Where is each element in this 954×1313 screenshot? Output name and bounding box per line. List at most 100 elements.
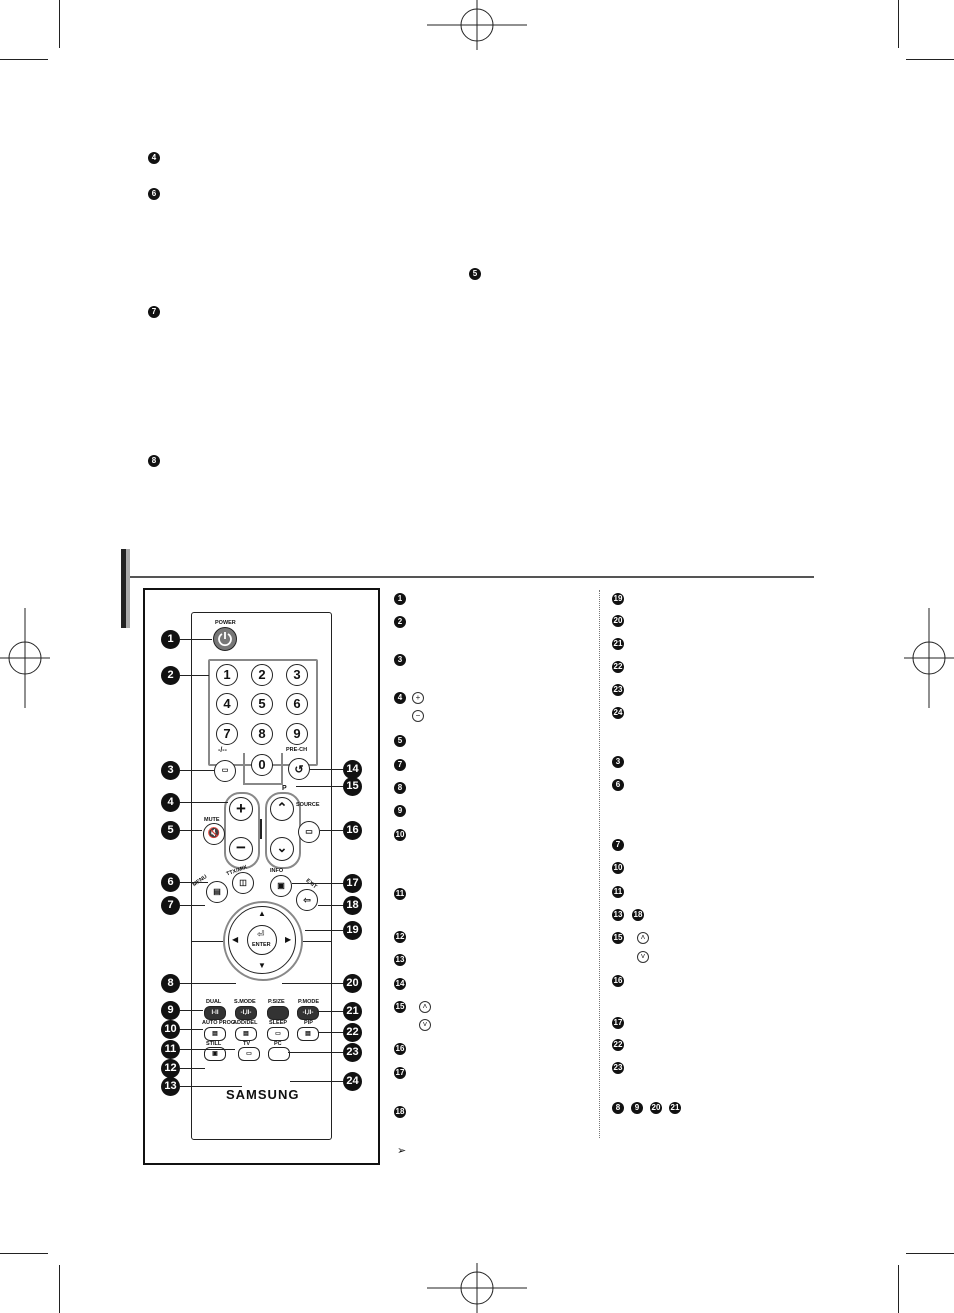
- remote-frame: [143, 588, 380, 1165]
- callout-marker: 18: [343, 896, 362, 915]
- power-label: POWER: [215, 620, 236, 626]
- crop-mark: [898, 0, 899, 48]
- callout-leader: [310, 769, 343, 771]
- smode-button[interactable]: -I,II-: [235, 1006, 257, 1020]
- prech-label: PRE-CH: [286, 747, 308, 753]
- pmode-button[interactable]: -I,II-: [297, 1006, 319, 1020]
- callout-leader: [180, 1049, 235, 1051]
- sleep-button[interactable]: ▭: [267, 1027, 289, 1041]
- legend-marker: 11: [612, 886, 624, 898]
- callout-marker: 15: [343, 777, 362, 796]
- prech-button[interactable]: ↺: [288, 758, 310, 780]
- legend-marker: 12: [394, 931, 406, 943]
- legend-marker: 9: [394, 805, 406, 817]
- callout-marker: 14: [343, 760, 362, 779]
- channel-down-button[interactable]: ⌄: [270, 837, 294, 861]
- nav-right-icon[interactable]: ▶: [285, 935, 292, 944]
- digit-8-button[interactable]: 8: [251, 723, 273, 745]
- info-button[interactable]: ▣: [270, 875, 292, 897]
- channel-up-button[interactable]: ⌃: [270, 797, 294, 821]
- info-label: INFO: [270, 868, 284, 874]
- callout-leader: [180, 882, 208, 884]
- crop-mark: [0, 1253, 48, 1254]
- crop-mark: [898, 1265, 899, 1313]
- digit-7-button[interactable]: 7: [216, 723, 238, 745]
- callout-leader: [180, 1068, 205, 1070]
- brand-logo: SAMSUNG: [226, 1087, 300, 1102]
- power-button[interactable]: [213, 627, 237, 651]
- legend-marker: 21: [612, 638, 624, 650]
- legend-marker: 13: [612, 909, 624, 921]
- step-marker: 6: [148, 188, 160, 200]
- menu-button[interactable]: ▤: [206, 881, 228, 903]
- legend-marker: 1: [394, 593, 406, 605]
- pc-button[interactable]: [268, 1047, 290, 1061]
- callout-leader: [180, 1010, 203, 1012]
- tv-button[interactable]: ▭: [238, 1047, 260, 1061]
- digit-3-button[interactable]: 3: [286, 664, 308, 686]
- step-marker: 5: [469, 268, 481, 280]
- chevron-up-icon: ˄: [637, 932, 649, 944]
- digit-6-button[interactable]: 6: [286, 693, 308, 715]
- callout-marker: 13: [161, 1077, 180, 1096]
- dash-label: -/--: [218, 747, 227, 754]
- digit-0-button[interactable]: 0: [251, 754, 273, 776]
- enter-icon: ⏎: [257, 929, 265, 939]
- callout-leader: [318, 905, 343, 907]
- pip-label: PIP: [304, 1020, 313, 1026]
- legend-marker: 7: [612, 839, 624, 851]
- legend-marker: 15: [394, 1001, 406, 1013]
- pip-button[interactable]: ▤: [297, 1027, 319, 1041]
- section-header-bar: [121, 549, 126, 628]
- callout-leader: [180, 905, 205, 907]
- ttx-button[interactable]: ◫: [232, 872, 254, 894]
- digit-1-button[interactable]: 1: [216, 664, 238, 686]
- autoprog-label: AUTO PROG.: [202, 1020, 237, 1026]
- chevron-down-icon: ˅: [637, 951, 649, 963]
- chevron-down-icon: ⌄: [276, 840, 288, 855]
- exit-button[interactable]: ⇦: [296, 889, 318, 911]
- legend-marker: 15: [612, 932, 624, 944]
- nav-up-icon[interactable]: ▲: [258, 909, 266, 918]
- digit-9-button[interactable]: 9: [286, 723, 308, 745]
- callout-marker: 24: [343, 1072, 362, 1091]
- dual-label: DUAL: [206, 999, 222, 1005]
- adddel-button[interactable]: ▤: [235, 1027, 257, 1041]
- chevron-up-icon: ⌃: [276, 800, 288, 815]
- callout-leader: [290, 1081, 343, 1083]
- psize-label: P.SIZE: [268, 999, 285, 1005]
- digit-5-button[interactable]: 5: [251, 693, 273, 715]
- callout-marker: 20: [343, 974, 362, 993]
- callout-leader: [180, 1029, 203, 1031]
- volume-down-button[interactable]: −: [229, 837, 253, 861]
- enter-button[interactable]: ⏎ ENTER: [247, 925, 277, 955]
- dual-button[interactable]: I-II: [204, 1006, 226, 1020]
- legend-marker: 11: [394, 888, 406, 900]
- volume-up-button[interactable]: +: [229, 797, 253, 821]
- crop-mark: [59, 0, 60, 48]
- legend-marker: 17: [612, 1017, 624, 1029]
- callout-leader: [282, 983, 343, 985]
- power-icon: [218, 632, 232, 647]
- legend-marker: 13: [394, 954, 406, 966]
- crop-mark: [906, 59, 954, 60]
- mute-button[interactable]: 🔇: [203, 823, 225, 845]
- source-button[interactable]: ▭: [298, 821, 320, 843]
- enter-label: ENTER: [252, 942, 271, 948]
- nav-down-icon[interactable]: ▼: [258, 961, 266, 970]
- still-button[interactable]: ▣: [204, 1047, 226, 1061]
- digit-4-button[interactable]: 4: [216, 693, 238, 715]
- dash-button[interactable]: ▭: [214, 760, 236, 782]
- autoprog-button[interactable]: ▤: [204, 1027, 226, 1041]
- callout-marker: 1: [161, 630, 180, 649]
- callout-leader: [180, 983, 236, 985]
- callout-marker: 9: [161, 1001, 180, 1020]
- digit-2-button[interactable]: 2: [251, 664, 273, 686]
- callout-leader: [318, 1032, 343, 1034]
- nav-left-icon[interactable]: ◀: [232, 935, 239, 944]
- callout-marker: 12: [161, 1059, 180, 1078]
- still-label: STILL: [206, 1041, 222, 1047]
- callout-marker: 11: [161, 1040, 180, 1059]
- legend-marker: 2: [394, 616, 406, 628]
- psize-button[interactable]: [267, 1006, 289, 1020]
